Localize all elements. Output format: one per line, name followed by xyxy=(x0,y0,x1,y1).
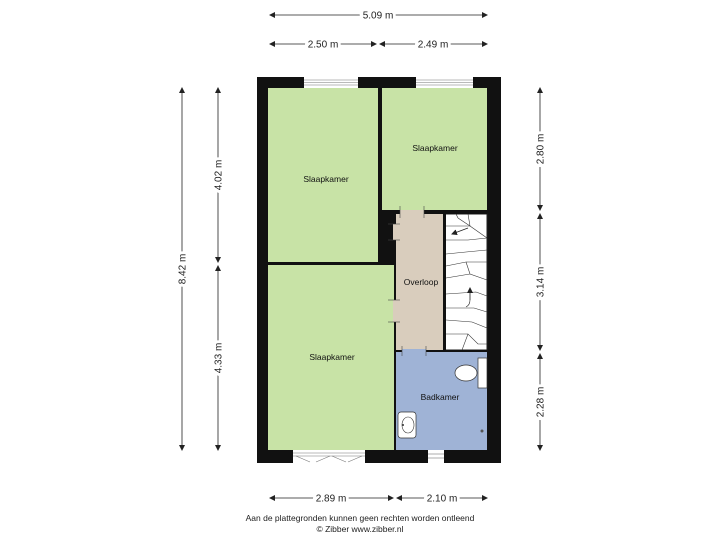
room-label-bedroom-top-right: Slaapkamer xyxy=(412,143,458,153)
dimension-left-total: 8.42 m xyxy=(175,87,192,451)
dimension-label: 8.42 m xyxy=(178,254,189,285)
doors xyxy=(388,206,427,356)
interior-walls xyxy=(268,88,487,450)
dimension-label: 2.80 m xyxy=(536,134,547,165)
dimension-label: 4.33 m xyxy=(214,343,225,374)
dimension-label: 2.50 m xyxy=(308,40,339,51)
room-label-bathroom: Badkamer xyxy=(421,392,460,402)
drain-icon xyxy=(480,429,484,433)
dimension-left-upper: 4.02 m xyxy=(211,87,228,263)
dimension-label: 2.49 m xyxy=(418,40,449,51)
footer-disclaimer: Aan de plattegronden kunnen geen rechten… xyxy=(245,513,475,523)
dimension-top-total: 5.09 m xyxy=(269,8,488,25)
dimension-label: 2.28 m xyxy=(536,387,547,418)
windows xyxy=(293,77,473,463)
bedroom-top-right xyxy=(382,88,487,210)
dimension-top-left: 2.50 m xyxy=(269,37,377,54)
staircase xyxy=(445,213,488,351)
sink-icon xyxy=(397,411,417,439)
bedroom-bottom-left xyxy=(268,265,394,450)
toilet-icon xyxy=(454,357,488,389)
dimension-label: 5.09 m xyxy=(363,11,394,22)
landing xyxy=(396,214,446,350)
footer-credit: © Zibber www.zibber.nl xyxy=(316,524,404,534)
dimension-right-upper: 2.80 m xyxy=(533,87,550,211)
dimension-bottom-left: 2.89 m xyxy=(269,491,394,508)
dimension-label: 4.02 m xyxy=(214,160,225,191)
room-label-bedroom-bottom-left: Slaapkamer xyxy=(309,352,355,362)
dimension-right-lower: 2.28 m xyxy=(533,353,550,451)
dimension-label: 3.14 m xyxy=(536,267,547,298)
dimension-label: 2.89 m xyxy=(316,494,347,505)
dimension-top-right: 2.49 m xyxy=(379,37,488,54)
dimension-right-middle: 3.14 m xyxy=(533,213,550,351)
bedroom-top-left xyxy=(268,88,378,262)
room-label-bedroom-top-left: Slaapkamer xyxy=(303,174,349,184)
dimension-label: 2.10 m xyxy=(427,494,458,505)
room-label-landing: Overloop xyxy=(404,277,439,287)
dimension-left-lower: 4.33 m xyxy=(211,265,228,451)
dimension-bottom-right: 2.10 m xyxy=(396,491,488,508)
stair-arrow-icon xyxy=(451,227,469,236)
